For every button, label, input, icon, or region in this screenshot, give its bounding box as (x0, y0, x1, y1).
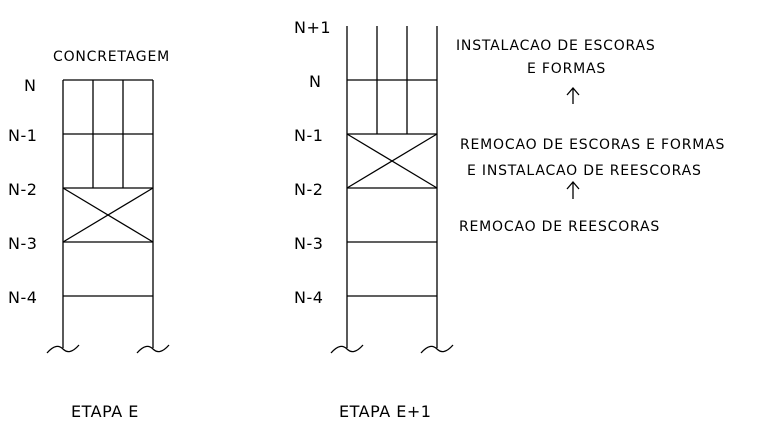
stage-e1-level-n-1: N-1 (294, 126, 323, 145)
stage-e1-shores (376, 26, 408, 134)
stage-e-shores (92, 80, 124, 188)
stage-e1-caption: ETAPA E+1 (339, 402, 431, 421)
stage-e-caption: ETAPA E (71, 402, 139, 421)
stage-e-level-n-4: N-4 (8, 288, 37, 307)
removal-note-line1: REMOCAO DE ESCORAS E FORMAS (460, 137, 725, 153)
stage-e-level-n-2: N-2 (8, 180, 37, 199)
stage-e-reshore-cross (62, 187, 154, 243)
stage-e-frame: CONCRETAGEM N N-1 N-2 N-3 N-4 ETAPA E (8, 49, 170, 421)
up-arrow-icon (566, 181, 580, 199)
stage-e1-break-symbols (330, 344, 454, 354)
stage-e1-level-n-2: N-2 (294, 180, 323, 199)
up-arrow-icon (566, 87, 580, 104)
stage-e1-reshore-cross (346, 133, 438, 189)
stage-e1-level-n-4: N-4 (294, 288, 323, 307)
procedure-notes: INSTALACAO DE ESCORAS E FORMAS REMOCAO D… (456, 38, 725, 235)
install-note-line2: E FORMAS (527, 61, 606, 77)
stage-e-break-symbols (46, 344, 170, 354)
stage-e1-level-n: N (309, 72, 321, 91)
stage-e1-level-n-plus-1: N+1 (294, 18, 331, 37)
concreting-label: CONCRETAGEM (53, 49, 170, 65)
removal-note-line2: E INSTALACAO DE REESCORAS (467, 163, 702, 179)
stage-e-level-n-3: N-3 (8, 234, 37, 253)
reshore-removal-note: REMOCAO DE REESCORAS (459, 219, 660, 235)
stage-e1-frame: N+1 N N-1 N-2 N-3 N-4 ETAPA E+1 (294, 18, 454, 421)
install-note-line1: INSTALACAO DE ESCORAS (456, 38, 656, 54)
stage-e1-level-n-3: N-3 (294, 234, 323, 253)
stage-e-level-n-1: N-1 (8, 126, 37, 145)
stage-e-level-n: N (24, 76, 36, 95)
